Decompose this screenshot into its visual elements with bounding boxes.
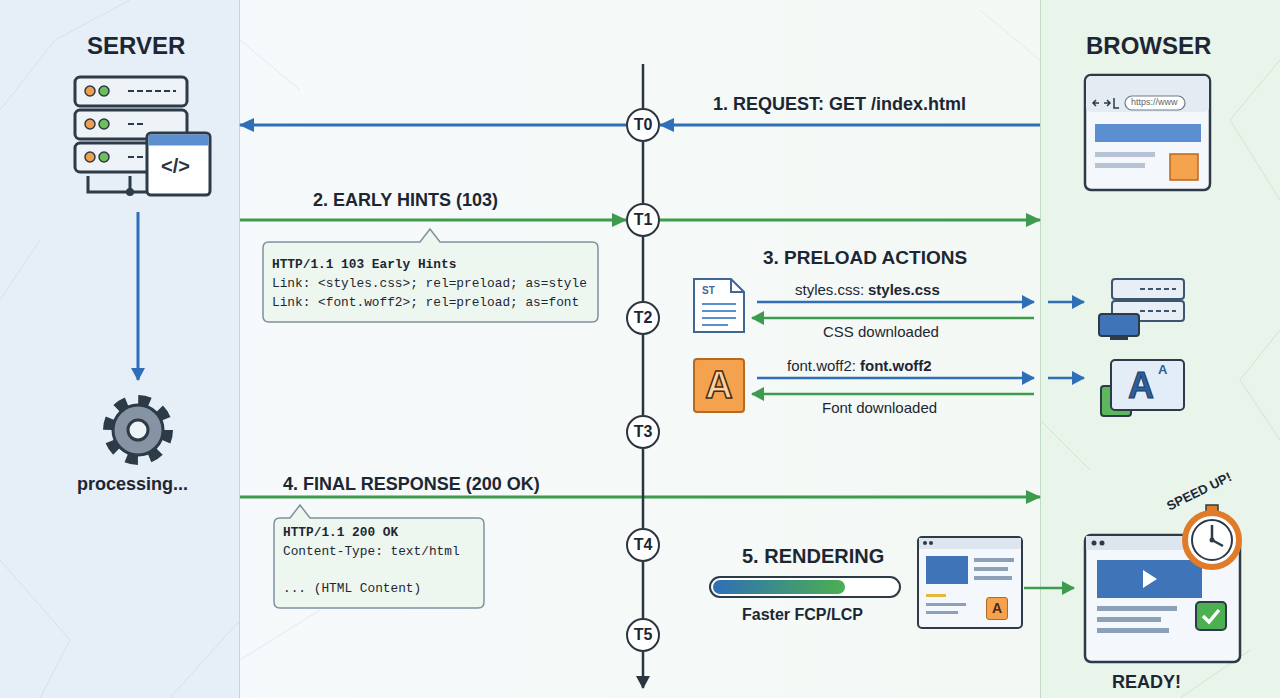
- font-cache-icon: AA: [1101, 358, 1186, 418]
- network-line: [240, 10, 1040, 660]
- progress-track: [710, 577, 900, 597]
- hints-arrow: [240, 219, 626, 222]
- node-text: HTTP/1.1 200 OK: [283, 526, 398, 541]
- window-dot: [929, 541, 933, 545]
- callout-outline: [274, 505, 484, 608]
- node-text: SERVER: [87, 32, 185, 60]
- file-label: font.woff2:: [787, 357, 856, 374]
- address-text: https://www: [1131, 97, 1178, 107]
- document-fold: [731, 279, 744, 292]
- file-name: font.woff2: [860, 357, 932, 374]
- timeline-segment: [642, 142, 645, 203]
- server-panel: SERVER: [0, 0, 240, 698]
- status-label: READY!: [1112, 672, 1181, 693]
- node-text: T5: [634, 626, 653, 644]
- node-text: BROWSER: [1086, 32, 1211, 60]
- node-text: Link: <font.woff2>; rel=preload; as=font: [272, 296, 579, 311]
- document-outline: [694, 279, 744, 332]
- node-text: ... (HTML Content): [283, 582, 421, 597]
- node-text: A: [992, 600, 1002, 616]
- status-label: CSS downloaded: [823, 323, 939, 340]
- section-heading: 5. RENDERING: [742, 545, 884, 568]
- content-block: [926, 556, 968, 584]
- code-symbol: </>: [161, 155, 190, 178]
- timeline-segment: [642, 562, 645, 618]
- node-text: T2: [634, 309, 653, 327]
- edge-label: 1. REQUEST: GET /index.html: [713, 94, 966, 115]
- timeline-axis: [642, 652, 645, 688]
- rendering-illustration: [710, 537, 1074, 628]
- request-arrow: [660, 124, 1040, 127]
- node-text: ST: [702, 285, 715, 297]
- preload-arrows: [752, 302, 1084, 394]
- node-outline: [693, 278, 745, 333]
- time-marker: T0: [626, 108, 660, 142]
- node-text: Content-Type: text/html: [283, 545, 460, 560]
- timeline-axis: [642, 64, 645, 108]
- section-heading: 3. PRELOAD ACTIONS: [763, 247, 967, 269]
- time-marker: T4: [626, 528, 660, 562]
- response-arrow: [240, 496, 1040, 499]
- file-label: styles.css:: [795, 281, 864, 298]
- code-callout: HTTP/1.1 103 Early HintsLink: <styles.cs…: [263, 242, 598, 322]
- content-line: [926, 603, 966, 606]
- node-text: A: [1128, 365, 1154, 406]
- timeline-segment: [642, 237, 645, 301]
- document-lines: [702, 304, 736, 325]
- content-line: [926, 594, 946, 597]
- preload-request-arrow: [757, 301, 1034, 304]
- preload-response-arrow: [752, 393, 1034, 396]
- time-marker: T1: [626, 203, 660, 237]
- css-file-icon: ST: [693, 278, 745, 333]
- node-text: T4: [634, 536, 653, 554]
- edge-label: 4. FINAL RESPONSE (200 OK): [283, 474, 540, 495]
- timeline-segment: [642, 335, 645, 415]
- cache-front-panel: [1111, 360, 1184, 410]
- node-text: Link: <styles.css>; rel=preload; as=styl…: [272, 277, 587, 292]
- code-callout: HTTP/1.1 200 OK Content-Type: text/html..…: [274, 518, 484, 608]
- hints-arrow: [660, 219, 1040, 222]
- preload-request-arrow: [757, 377, 1034, 380]
- window-dot: [923, 541, 927, 545]
- request-arrow: [240, 124, 626, 127]
- node-text: T0: [634, 116, 653, 134]
- timeline-segment: [642, 449, 645, 528]
- metric-label: Faster FCP/LCP: [742, 606, 863, 624]
- node-text: T3: [634, 423, 653, 441]
- node-text: A: [705, 364, 732, 408]
- page-mockup: [918, 537, 1022, 628]
- preload-response-arrow: [752, 317, 1034, 320]
- progress-fill: [713, 580, 845, 594]
- page-mockup-bar: [919, 538, 1021, 549]
- node-text: HTTP/1.1 103 Early Hints: [272, 258, 456, 273]
- time-marker: T5: [626, 618, 660, 652]
- font-glyph-box: A: [986, 597, 1008, 620]
- network-line: [0, 0, 240, 698]
- callout-outline: [263, 229, 598, 322]
- content-line: [974, 558, 1014, 562]
- status-label: Font downloaded: [822, 399, 937, 416]
- node-text: A: [1158, 363, 1167, 378]
- node-text: T1: [634, 211, 653, 229]
- time-marker: T3: [626, 415, 660, 449]
- font-file-icon: A: [693, 358, 745, 413]
- content-line: [974, 576, 1012, 580]
- file-name: styles.css: [868, 281, 940, 298]
- edge-label: 2. EARLY HINTS (103): [313, 190, 498, 211]
- content-line: [974, 567, 1008, 571]
- content-line: [926, 611, 958, 614]
- time-marker: T2: [626, 301, 660, 335]
- status-label: processing...: [77, 474, 188, 495]
